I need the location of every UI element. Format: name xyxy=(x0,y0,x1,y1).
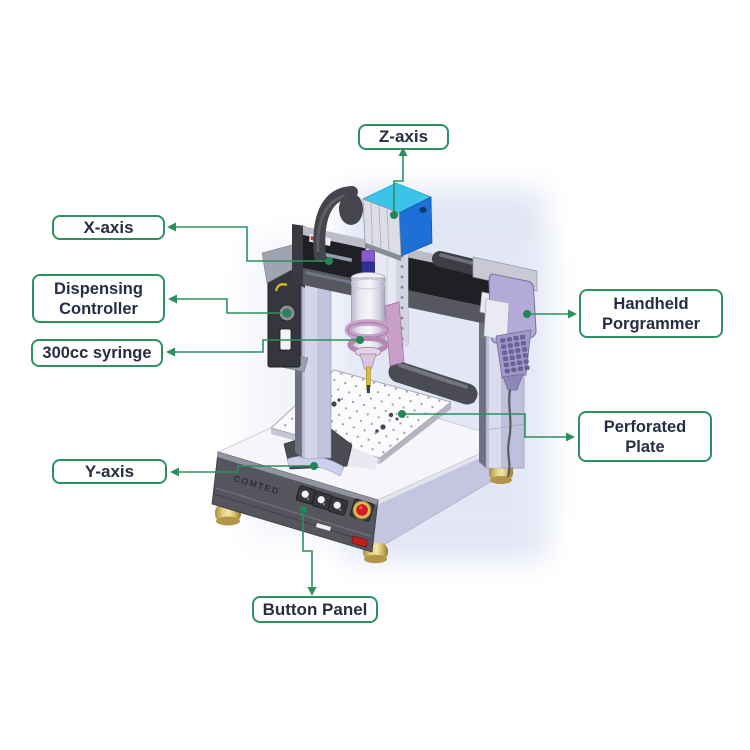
needle xyxy=(366,366,371,388)
handheld-programmer xyxy=(472,256,538,478)
emergency-stop-button xyxy=(349,498,375,522)
label-handheld-programmer: Handheld Porgrammer xyxy=(579,289,723,338)
label-y-axis: Y-axis xyxy=(52,459,167,484)
nozzle xyxy=(359,353,377,370)
callout-arrowheads xyxy=(166,147,577,596)
button-panel xyxy=(295,485,375,522)
callout-anchor-dots xyxy=(283,211,531,514)
power-switch xyxy=(351,535,368,548)
label-z-axis: Z-axis xyxy=(358,124,449,150)
label-perforated-plate: Perforated Plate xyxy=(578,411,712,462)
y-axis-rail-rear xyxy=(388,361,478,405)
label-button-panel: Button Panel xyxy=(252,596,378,623)
label-300cc-syringe: 300cc syringe xyxy=(31,339,163,367)
z-axis-motor xyxy=(339,182,433,261)
handheld-cable xyxy=(506,389,512,478)
callout-connectors xyxy=(175,156,568,587)
label-dispensing-controller: Dispensing Controller xyxy=(32,274,165,323)
yellow-marker xyxy=(274,283,288,292)
label-x-axis: X-axis xyxy=(52,215,165,240)
base-slot xyxy=(316,523,331,531)
